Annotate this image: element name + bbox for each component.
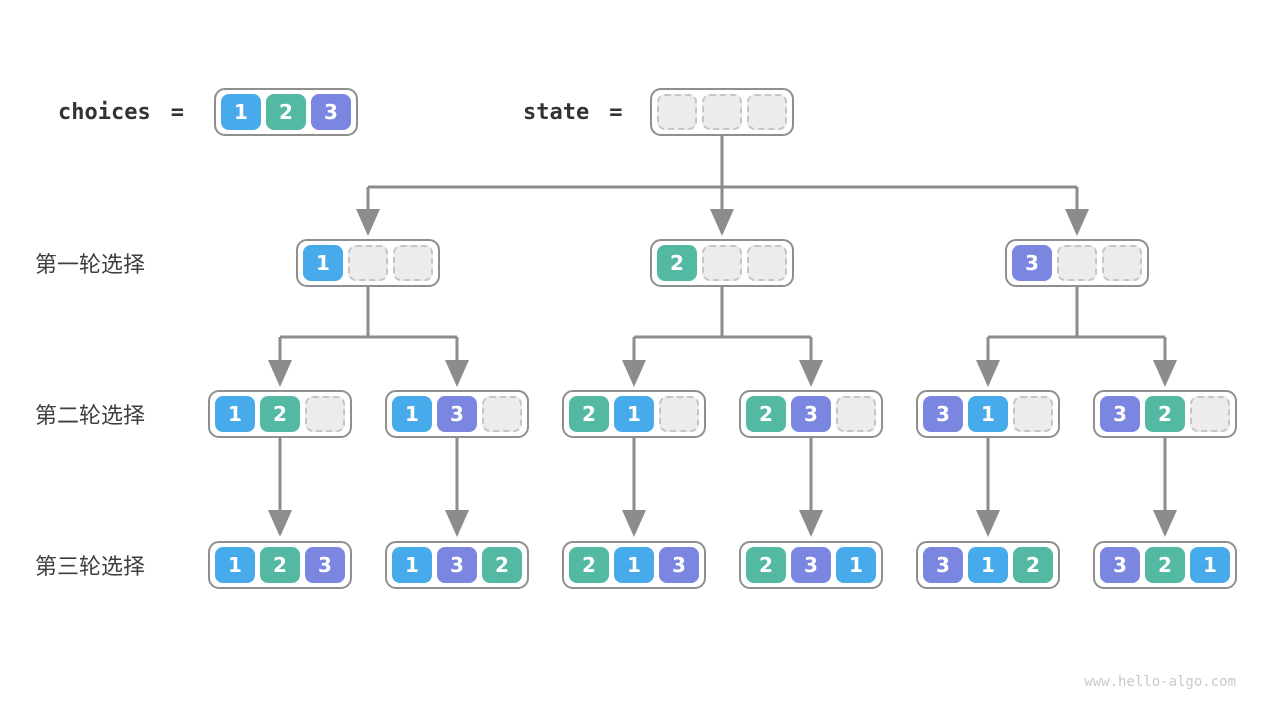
array-cell: 1: [221, 94, 261, 130]
array-cell: 2: [1013, 547, 1053, 583]
array-cell: 2: [1145, 547, 1185, 583]
state-label: state: [523, 99, 590, 125]
array-box: 2 3: [739, 390, 883, 438]
array-cell: 3: [437, 547, 477, 583]
choices-label: choices: [58, 99, 151, 125]
array-cell: [747, 245, 787, 281]
array-box: 1 2: [208, 390, 352, 438]
choices-array: 1 2 3: [214, 88, 358, 136]
array-cell: [305, 396, 345, 432]
array-cell: [702, 245, 742, 281]
array-box: 3 1: [916, 390, 1060, 438]
array-cell: 1: [614, 396, 654, 432]
array-cell: [836, 396, 876, 432]
state-array: [650, 88, 794, 136]
array-box: 1 2 3: [208, 541, 352, 589]
array-cell: 1: [215, 547, 255, 583]
array-cell: 1: [968, 396, 1008, 432]
state-equals: =: [609, 99, 623, 125]
array-cell: 3: [1100, 547, 1140, 583]
array-cell: 1: [836, 547, 876, 583]
state-legend: state =: [523, 88, 622, 136]
array-cell: [659, 396, 699, 432]
array-box: 2: [650, 239, 794, 287]
array-cell: 1: [1190, 547, 1230, 583]
round-2-label: 第二轮选择: [35, 403, 146, 428]
array-cell: [747, 94, 787, 130]
array-cell: 1: [392, 547, 432, 583]
array-box: 3 2: [1093, 390, 1237, 438]
array-cell: 1: [614, 547, 654, 583]
array-cell: 1: [215, 396, 255, 432]
array-box: 3 1 2: [916, 541, 1060, 589]
array-cell: [657, 94, 697, 130]
watermark: www.hello-algo.com: [1084, 674, 1236, 690]
round-1-label: 第一轮选择: [35, 252, 146, 277]
array-cell: [1102, 245, 1142, 281]
array-cell: 2: [569, 547, 609, 583]
array-cell: 2: [482, 547, 522, 583]
array-cell: [1190, 396, 1230, 432]
array-cell: 2: [746, 396, 786, 432]
array-box: 3 2 1: [1093, 541, 1237, 589]
array-cell: [1057, 245, 1097, 281]
array-cell: 3: [437, 396, 477, 432]
array-cell: 3: [1100, 396, 1140, 432]
array-cell: [1013, 396, 1053, 432]
array-cell: 2: [746, 547, 786, 583]
choices-legend: choices =: [58, 88, 184, 136]
array-box: 3: [1005, 239, 1149, 287]
round-3-label: 第三轮选择: [35, 554, 146, 579]
array-box: 2 1: [562, 390, 706, 438]
array-cell: [348, 245, 388, 281]
array-cell: 2: [569, 396, 609, 432]
array-cell: 1: [392, 396, 432, 432]
array-cell: 3: [791, 396, 831, 432]
array-cell: 3: [923, 396, 963, 432]
array-box: 1 3: [385, 390, 529, 438]
array-cell: [702, 94, 742, 130]
array-cell: 3: [311, 94, 351, 130]
array-cell: 3: [923, 547, 963, 583]
array-cell: 2: [657, 245, 697, 281]
array-cell: 2: [260, 547, 300, 583]
array-cell: 2: [266, 94, 306, 130]
array-box: 2 3 1: [739, 541, 883, 589]
array-cell: [393, 245, 433, 281]
choices-equals: =: [170, 99, 184, 125]
array-cell: 1: [303, 245, 343, 281]
array-cell: 3: [305, 547, 345, 583]
array-cell: 2: [260, 396, 300, 432]
array-cell: [482, 396, 522, 432]
array-box: 1: [296, 239, 440, 287]
array-cell: 3: [659, 547, 699, 583]
array-cell: 1: [968, 547, 1008, 583]
array-cell: 2: [1145, 396, 1185, 432]
array-box: 2 1 3: [562, 541, 706, 589]
array-box: 1 3 2: [385, 541, 529, 589]
array-cell: 3: [1012, 245, 1052, 281]
array-cell: 3: [791, 547, 831, 583]
